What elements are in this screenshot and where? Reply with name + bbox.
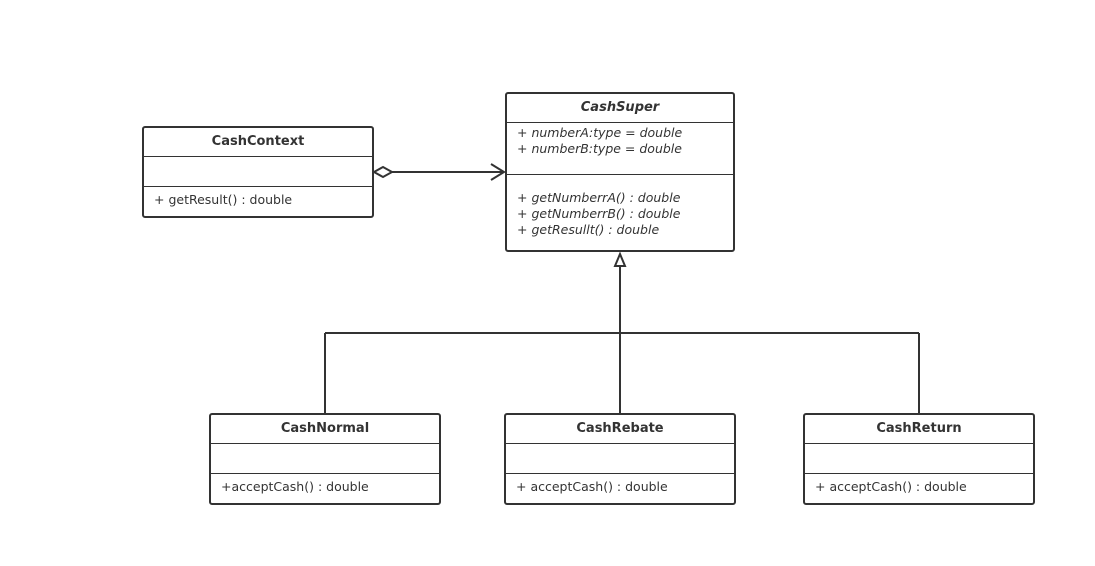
- attributes-compartment: [805, 444, 1033, 474]
- class-name: CashNormal: [211, 415, 439, 444]
- operations-compartment: + acceptCash() : double: [506, 474, 734, 495]
- operation: + acceptCash() : double: [815, 479, 967, 494]
- class-name: CashSuper: [507, 94, 733, 123]
- operations-compartment: + acceptCash() : double: [805, 474, 1033, 495]
- generalization-triangle: [613, 251, 627, 267]
- operation: + acceptCash() : double: [516, 479, 668, 494]
- operations-compartment: + getNumberrA() : double + getNumberrB()…: [507, 175, 733, 238]
- class-cashrebate[interactable]: CashRebate + acceptCash() : double: [504, 413, 736, 505]
- operations-compartment: +acceptCash() : double: [211, 474, 439, 495]
- class-cashreturn[interactable]: CashReturn + acceptCash() : double: [803, 413, 1035, 505]
- attribute: + numberA:type = double: [517, 125, 683, 140]
- class-cashcontext[interactable]: CashContext + getResult() : double: [142, 126, 374, 218]
- attributes-compartment: [144, 157, 372, 187]
- class-cashsuper[interactable]: CashSuper + numberA:type = double + numb…: [505, 92, 735, 252]
- operation: + getNumberrB() : double: [517, 206, 681, 221]
- class-name: CashReturn: [805, 415, 1033, 444]
- association-arrowhead: [490, 163, 506, 181]
- attributes-compartment: [211, 444, 439, 474]
- operation: + getResult() : double: [154, 192, 293, 207]
- attributes-compartment: + numberA:type = double + numberB:type =…: [507, 123, 733, 175]
- attributes-compartment: [506, 444, 734, 474]
- attribute: + numberB:type = double: [517, 141, 682, 156]
- class-name: CashRebate: [506, 415, 734, 444]
- class-name: CashContext: [144, 128, 372, 157]
- aggregation-diamond: [371, 165, 395, 179]
- operation: + getNumberrA() : double: [517, 190, 681, 205]
- operations-compartment: + getResult() : double: [144, 187, 372, 208]
- operation: + getResullt() : double: [517, 222, 660, 237]
- operation: +acceptCash() : double: [221, 479, 369, 494]
- class-cashnormal[interactable]: CashNormal +acceptCash() : double: [209, 413, 441, 505]
